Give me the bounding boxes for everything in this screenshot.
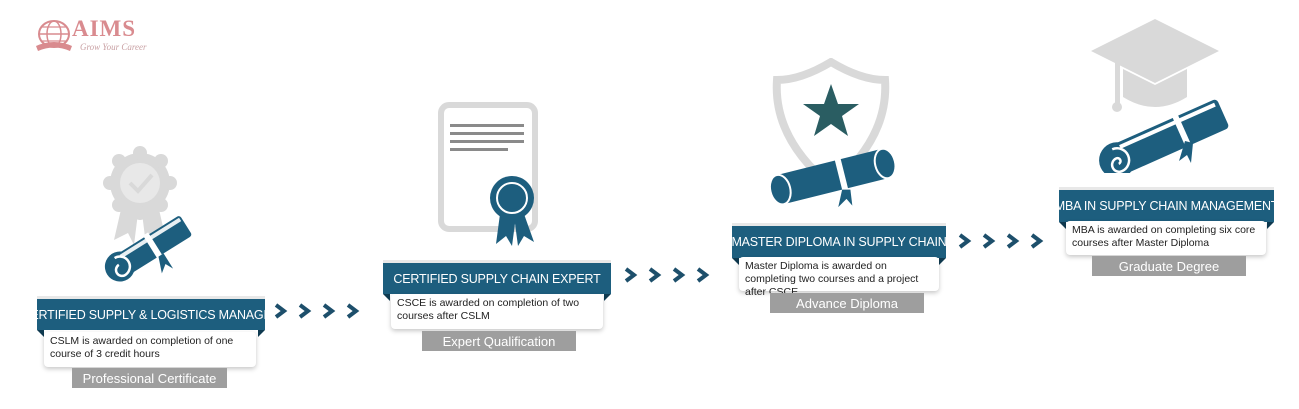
banner-fold [1267, 222, 1274, 229]
stage-level: Expert Qualification [422, 331, 576, 351]
stage-title: CERTIFIED SUPPLY & LOGISTICS MANAGER [22, 296, 281, 330]
stage-title: MASTER DIPLOMA IN SUPPLY CHAIN [731, 223, 947, 258]
chevron-right-icon [1030, 233, 1044, 249]
stage-title: MBA IN SUPPLY CHAIN MANAGEMENT [1055, 187, 1278, 222]
shield-star-diploma-icon [768, 58, 897, 208]
banner-fold [939, 258, 946, 265]
stage-level: Professional Certificate [72, 368, 227, 388]
banner-fold [1059, 222, 1066, 229]
stage-description: CSLM is awarded on completion of one cou… [44, 332, 256, 367]
stage-description: MBA is awarded on completing six core co… [1066, 221, 1266, 255]
stage-level: Advance Diploma [770, 293, 924, 313]
chevron-right-icon [322, 303, 336, 319]
stage-level: Graduate Degree [1092, 256, 1246, 276]
chevron-right-icon [672, 267, 686, 283]
banner-fold [732, 258, 739, 265]
globe-logo-icon [36, 20, 72, 51]
banner-fold [383, 294, 390, 301]
chevron-right-icon [274, 303, 288, 319]
chevron-right-icon [958, 233, 972, 249]
award-scroll-icon [103, 146, 192, 282]
banner-fold [258, 330, 265, 337]
logo-tagline: Grow Your Career [80, 42, 147, 52]
banner-fold [604, 294, 611, 301]
graduation-cap-diploma-icon [1091, 19, 1229, 173]
chevron-right-icon [346, 303, 360, 319]
chevron-arrows-2 [624, 267, 710, 283]
logo-name: AIMS [72, 16, 137, 41]
certificate-icon [438, 102, 538, 246]
chevron-arrows-1 [274, 303, 360, 319]
chevron-right-icon [624, 267, 638, 283]
stage-description: CSCE is awarded on completion of two cou… [391, 294, 603, 329]
chevron-right-icon [982, 233, 996, 249]
chevron-right-icon [696, 267, 710, 283]
chevron-right-icon [648, 267, 662, 283]
banner-fold [37, 330, 44, 337]
chevron-right-icon [1006, 233, 1020, 249]
stage-title: CERTIFIED SUPPLY CHAIN EXPERT [383, 260, 611, 294]
chevron-arrows-3 [958, 233, 1044, 249]
stage-description: Master Diploma is awarded on completing … [739, 257, 939, 298]
chevron-right-icon [298, 303, 312, 319]
aims-logo: AIMS Grow Your Career [34, 16, 154, 56]
